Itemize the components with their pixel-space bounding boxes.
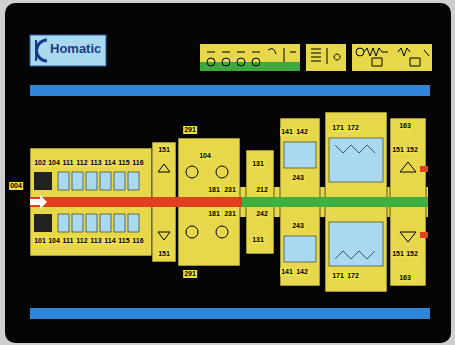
- callout-number: 101: [33, 237, 47, 245]
- gearbox-schematic: [186, 226, 198, 238]
- callout-number: 152: [405, 250, 419, 258]
- gearbox-schematic: [34, 214, 52, 232]
- callout-number: 131: [251, 236, 265, 244]
- gearbox-schematic: [72, 172, 83, 190]
- gearbox-schematic: [420, 232, 428, 238]
- icon-bar: [200, 44, 432, 71]
- callout-number: 102: [33, 159, 47, 167]
- blue-bar: [30, 85, 430, 96]
- gearbox-schematic: [58, 172, 69, 190]
- callout-number: 291: [183, 270, 197, 278]
- callout-number: 104: [198, 152, 212, 160]
- icon-bar: [200, 44, 300, 71]
- gearbox-schematic: [30, 195, 47, 209]
- callout-number: 243: [291, 222, 305, 230]
- callout-number: 151: [157, 146, 171, 154]
- gearbox-schematic: [329, 138, 383, 182]
- callout-number: 111: [62, 237, 75, 245]
- callout-number: 181: [207, 186, 221, 194]
- icon-bar: [252, 58, 260, 66]
- icon-bar: [306, 44, 346, 71]
- logo-box: [30, 35, 106, 66]
- gearbox-schematic: [72, 214, 83, 232]
- callout-number: 116: [131, 237, 144, 245]
- icon-bar: [207, 58, 215, 66]
- gearbox-schematic: [100, 214, 111, 232]
- gearbox-schematic: [30, 197, 242, 207]
- callout-number: 171: [331, 124, 345, 132]
- gearbox-schematic: [284, 236, 316, 262]
- callout-number: 142: [295, 128, 309, 136]
- callout-number: 151: [391, 250, 405, 258]
- gearbox-schematic: [128, 172, 139, 190]
- callout-number: 111: [62, 159, 75, 167]
- callout-number: 291: [183, 126, 197, 134]
- blue-bar: [30, 85, 430, 319]
- callout-number: 243: [291, 174, 305, 182]
- gearbox-schematic: [420, 166, 428, 172]
- callout-number: 114: [103, 237, 116, 245]
- gearbox-schematic: [284, 142, 316, 168]
- callout-number: 116: [131, 159, 144, 167]
- callout-number: 115: [117, 237, 130, 245]
- gearbox-schematic: [128, 214, 139, 232]
- gearbox-schematic: [114, 172, 125, 190]
- gearbox-schematic: [216, 166, 228, 178]
- icon-bar: [237, 58, 245, 66]
- callout-number: 104: [47, 159, 61, 167]
- callout-number: 151: [157, 250, 171, 258]
- gearbox-schematic: [86, 172, 97, 190]
- callout-number: 181: [207, 210, 221, 218]
- gearbox-schematic: [216, 226, 228, 238]
- callout-number: 141: [280, 128, 294, 136]
- gearbox-schematic: [30, 112, 428, 292]
- icon-bar: [356, 48, 429, 66]
- callout-number: 242: [255, 210, 269, 218]
- callout-number: 231: [223, 210, 237, 218]
- callout-number: 212: [255, 186, 269, 194]
- callout-number: 142: [295, 268, 309, 276]
- callout-number: 163: [398, 274, 412, 282]
- screen-frame: [5, 3, 451, 343]
- icon-bar: [311, 48, 340, 64]
- callout-number: 141: [280, 268, 294, 276]
- logo-box: [35, 40, 37, 61]
- icon-bar: [222, 58, 230, 66]
- callout-number: 113: [89, 237, 102, 245]
- gearbox-schematic: [186, 166, 198, 178]
- gearbox-schematic: [329, 222, 383, 266]
- gearbox-schematic: [34, 172, 52, 190]
- icon-bar: [352, 44, 432, 71]
- callout-number: 112: [75, 237, 88, 245]
- icon-bar: [207, 48, 296, 62]
- gearbox-schematic: [242, 197, 428, 207]
- callout-number: 172: [346, 272, 360, 280]
- callout-number: 171: [331, 272, 345, 280]
- logo-box: [37, 40, 48, 61]
- gearbox-schematic: [58, 214, 69, 232]
- callout-number: 004: [9, 182, 23, 190]
- gearbox-schematic: [86, 214, 97, 232]
- callout-number: 115: [117, 159, 130, 167]
- screen-frame: [5, 3, 451, 343]
- callout-number: 151: [391, 146, 405, 154]
- callout-number: 152: [405, 146, 419, 154]
- callout-number: 172: [346, 124, 360, 132]
- callout-number: 231: [223, 186, 237, 194]
- logo-title: Homatic: [50, 41, 101, 57]
- gearbox-schematic: [100, 172, 111, 190]
- callout-number: 113: [89, 159, 102, 167]
- callout-number: 104: [47, 237, 61, 245]
- callout-number: 112: [75, 159, 88, 167]
- callout-number: 114: [103, 159, 116, 167]
- logo-box: [30, 35, 106, 66]
- callout-number: 131: [251, 160, 265, 168]
- gearbox-schematic: [114, 214, 125, 232]
- blue-bar: [30, 308, 430, 319]
- callout-number: 163: [398, 122, 412, 130]
